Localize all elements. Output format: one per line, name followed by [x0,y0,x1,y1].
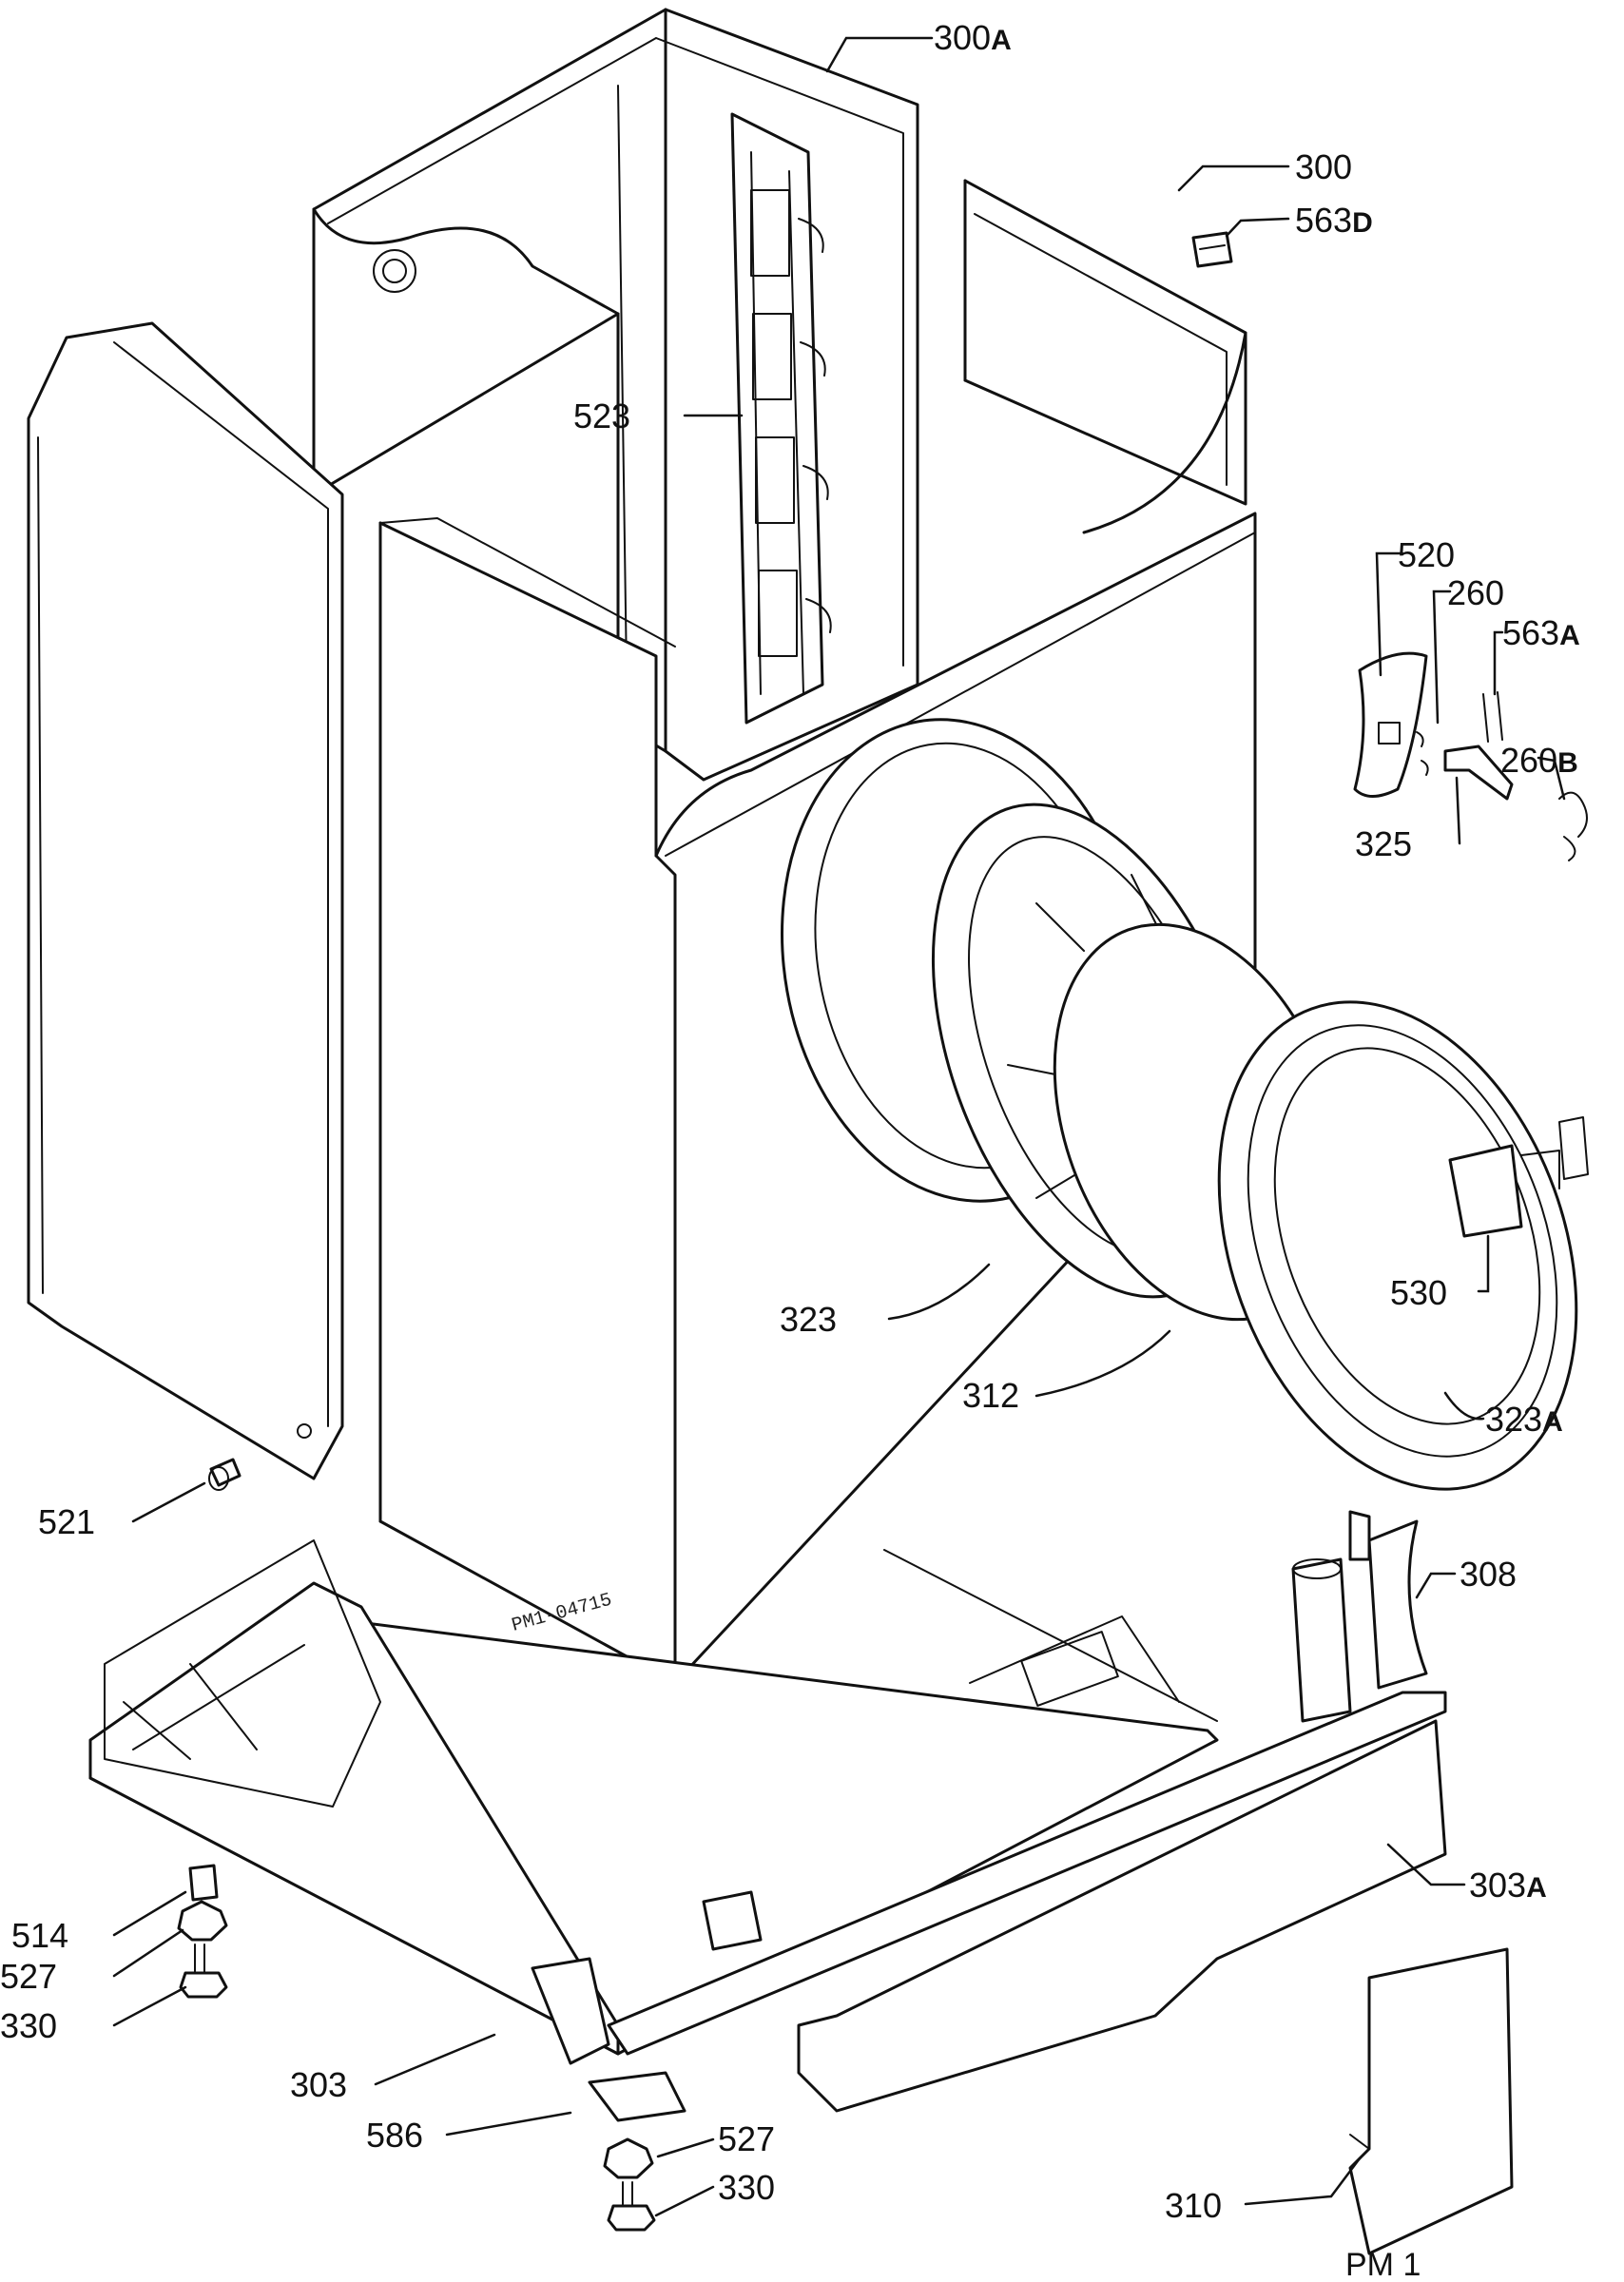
rail-523 [730,112,832,725]
label-325: 325 [1355,824,1412,863]
base-frame [88,1539,1447,2113]
label-514: 514 [11,1916,68,1955]
drawing-code: PM 1 [1345,2247,1421,2282]
label-303: 303 [290,2065,347,2104]
label-563a: 563A [1502,613,1580,652]
label-530: 530 [1390,1273,1447,1312]
door-assembly [931,803,1589,1491]
left-side-panel [27,321,344,1480]
label-330-left: 330 [0,2006,57,2045]
right-side-panel-300 [963,179,1247,534]
label-312: 312 [962,1376,1019,1415]
cover-310 [1348,1947,1514,2255]
clip-563d [1191,231,1233,268]
foot-left [177,1864,228,1999]
label-330-right: 330 [718,2168,775,2207]
label-308: 308 [1460,1555,1517,1594]
label-310: 310 [1165,2186,1222,2225]
lock-assembly [1353,651,1588,861]
label-323: 323 [780,1300,837,1339]
label-563d: 563D [1295,201,1373,240]
label-303a: 303A [1469,1866,1547,1905]
label-527-right: 527 [718,2119,775,2158]
label-521: 521 [38,1502,95,1541]
leader-lines [112,36,1566,2217]
part-labels: 300A 300 563D 523 520 260 563A 260B 325 … [0,18,1580,2282]
label-260b: 260B [1500,741,1578,780]
hinge-308 [1291,1510,1428,1723]
label-300a: 300A [934,18,1012,57]
label-300: 300 [1295,147,1352,186]
label-586: 586 [366,2116,423,2155]
label-520: 520 [1398,535,1455,574]
label-260: 260 [1447,573,1504,612]
label-323a: 323A [1485,1400,1563,1439]
label-523: 523 [573,396,630,435]
foot-right [588,2071,686,2232]
screw-521 [208,1458,242,1491]
label-527-left: 527 [0,1957,57,1996]
